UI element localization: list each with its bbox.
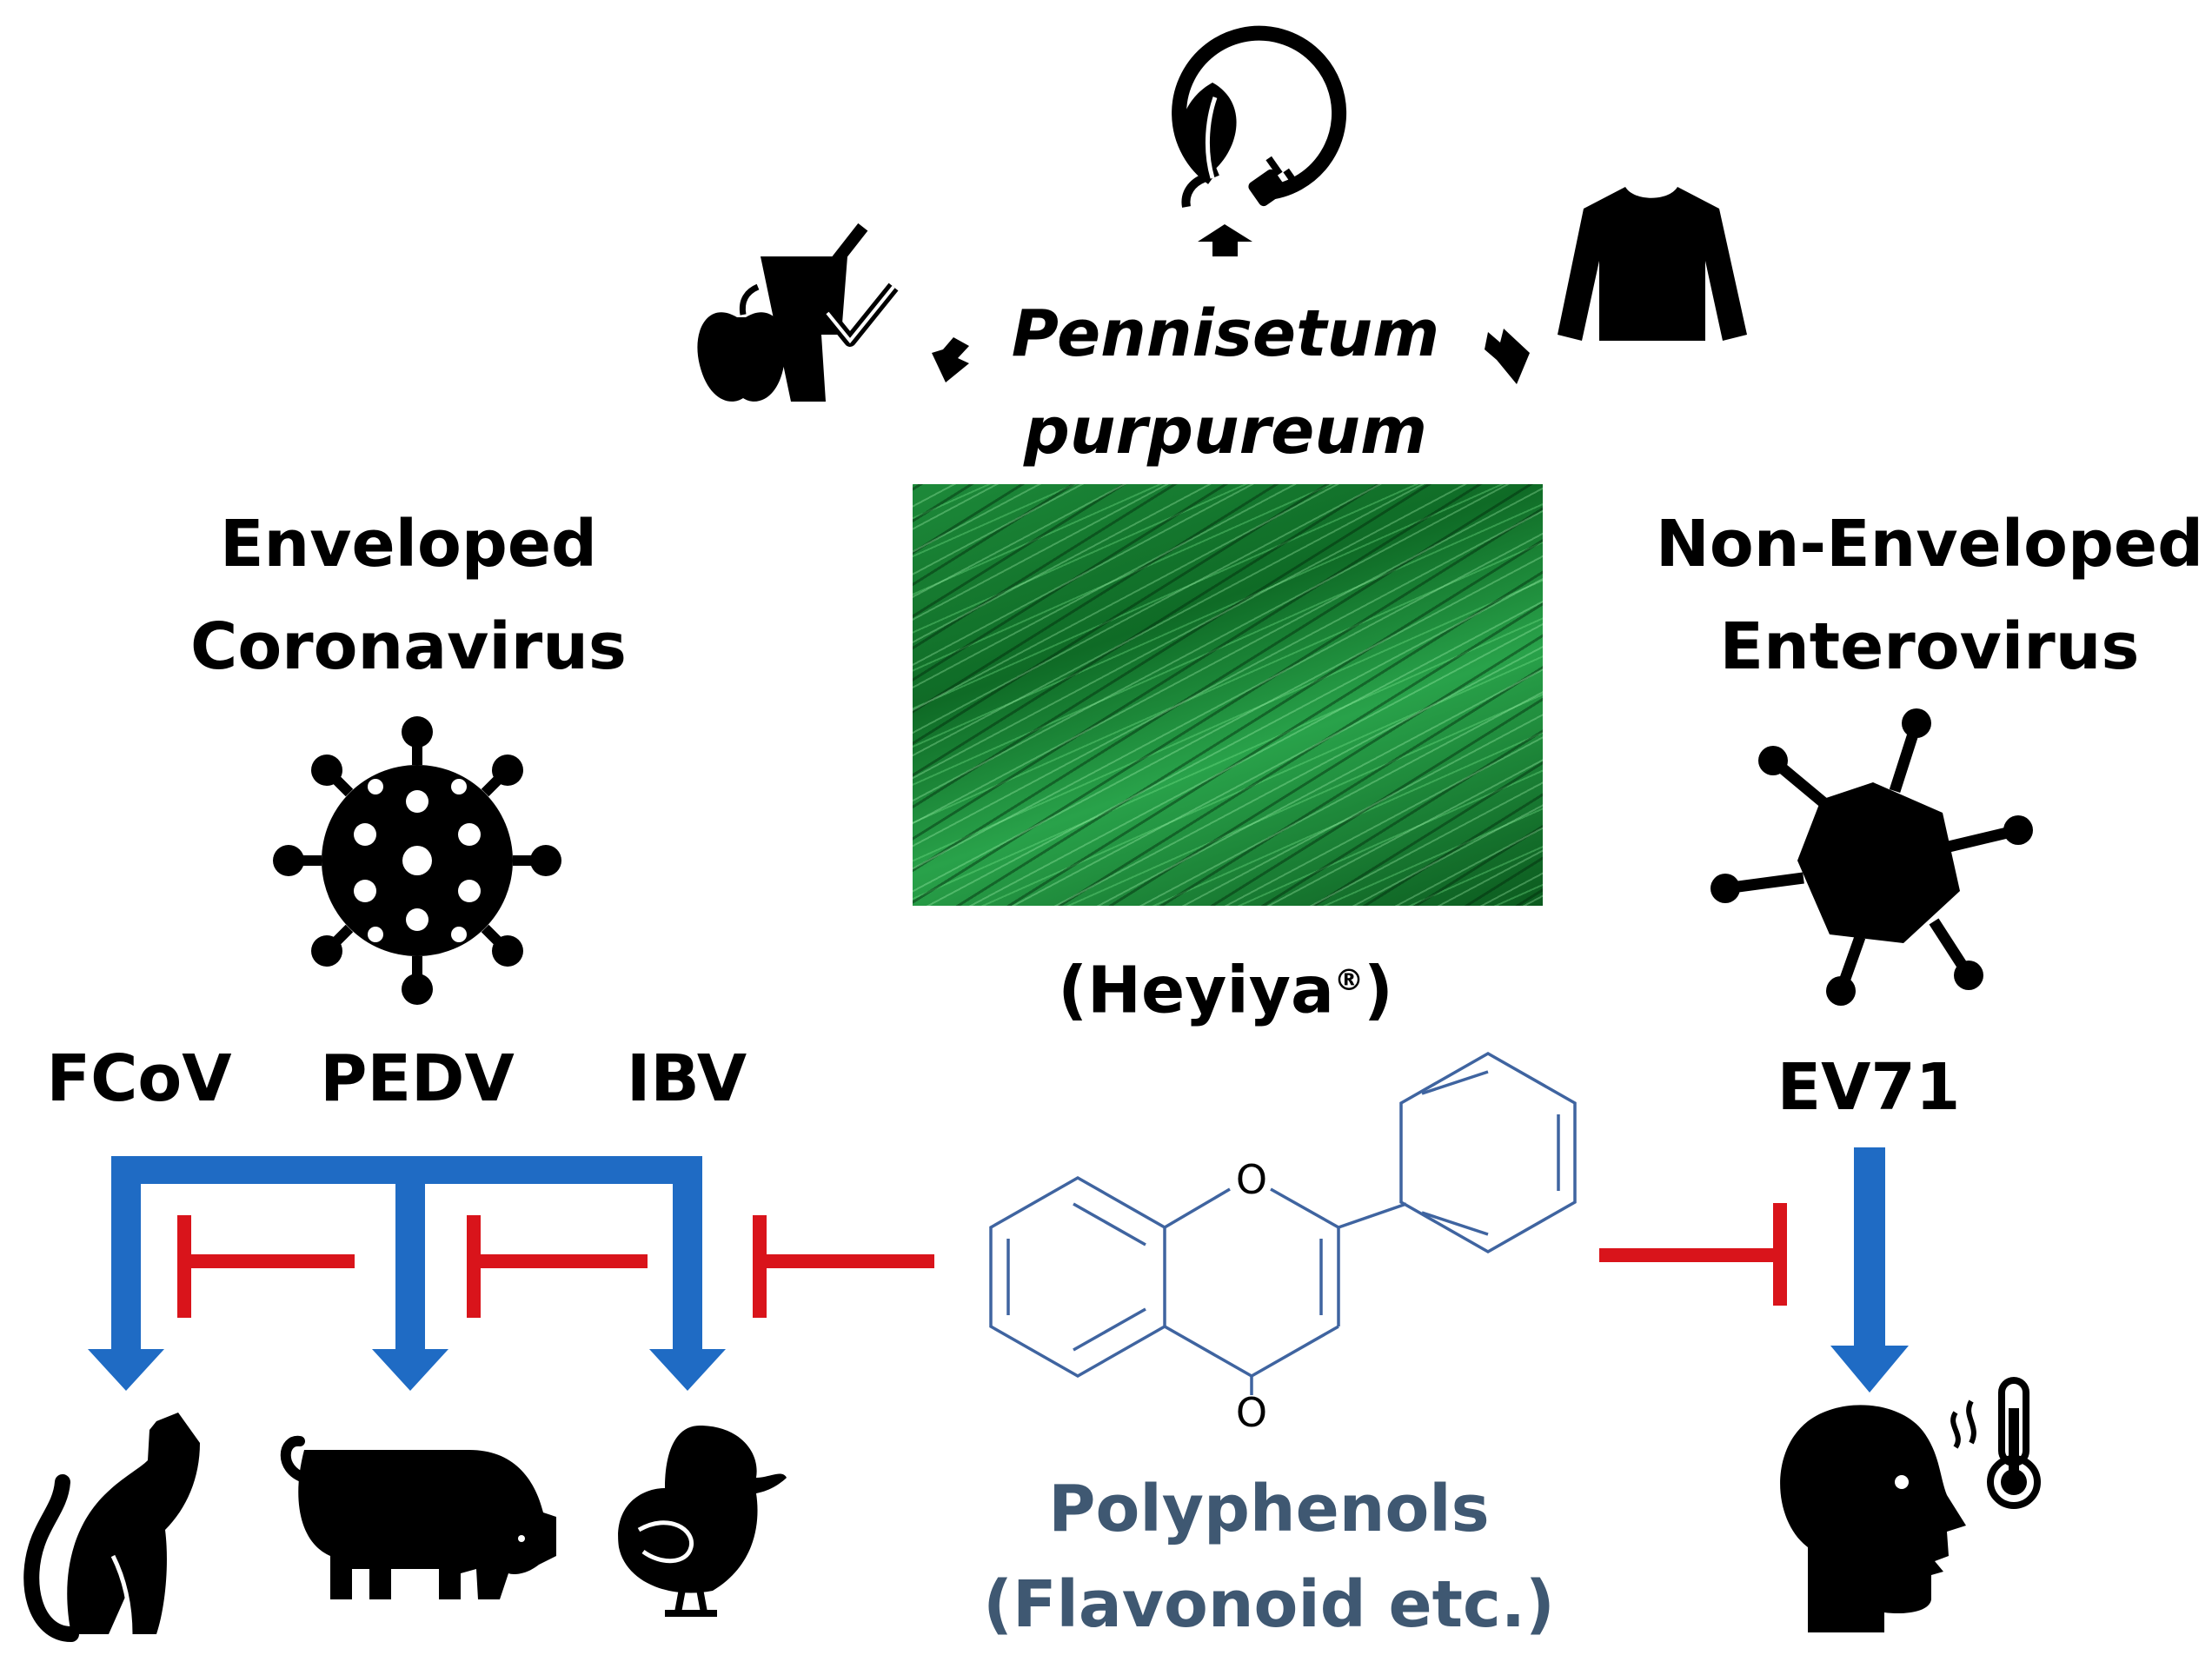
virus-label-ev71: EV71: [1777, 1050, 1961, 1125]
species-name-line1: Pennisetum: [1011, 296, 1440, 371]
product-name: (Heyiya®): [1026, 932, 1425, 1040]
enveloped-title-line2: Coronavirus: [190, 609, 627, 684]
enterovirus-icon: [1710, 708, 2033, 1006]
virus-label-pedv: PEDV: [320, 1041, 515, 1116]
nonenveloped-title-line2: Enterovirus: [1719, 609, 2140, 684]
ev71-infection-arrow: [1830, 1147, 1909, 1393]
flavone-structure: [989, 1051, 1577, 1395]
registered-mark: ®: [1333, 963, 1364, 998]
food-drink-icon: [697, 223, 899, 402]
virus-label-ibv: IBV: [626, 1041, 747, 1116]
polyphenols-label-line1: Polyphenols: [1048, 1472, 1490, 1546]
grass-photo: [913, 484, 1543, 906]
shirt-icon: [1558, 187, 1747, 341]
transmission-arrows: [88, 1156, 726, 1391]
plant-energy-icon: [1172, 25, 1347, 208]
species-name-line2: purpureum: [1023, 394, 1428, 469]
product-name-open: (Heyiya: [1058, 953, 1334, 1028]
arrow-to-food: [932, 337, 969, 382]
nonenveloped-title-line1: Non-Enveloped: [1655, 507, 2204, 582]
carbonyl-oxygen-label: O: [1235, 1389, 1268, 1436]
enveloped-title-line1: Enveloped: [220, 507, 597, 582]
pig-icon: [280, 1435, 556, 1599]
virus-label-fcov: FCoV: [46, 1041, 232, 1116]
cat-icon: [23, 1413, 201, 1642]
polyphenols-label-line2: (Flavonoid etc.): [983, 1567, 1555, 1642]
arrow-to-energy: [1198, 224, 1252, 256]
fever-head-icon: [1780, 1377, 2041, 1632]
arrow-to-shirt: [1485, 329, 1530, 384]
chick-icon: [618, 1426, 787, 1617]
ring-oxygen-label: O: [1235, 1156, 1268, 1203]
inhibition-markers: [177, 1203, 1787, 1318]
product-name-close: ): [1363, 953, 1393, 1028]
coronavirus-icon: [273, 716, 561, 1005]
